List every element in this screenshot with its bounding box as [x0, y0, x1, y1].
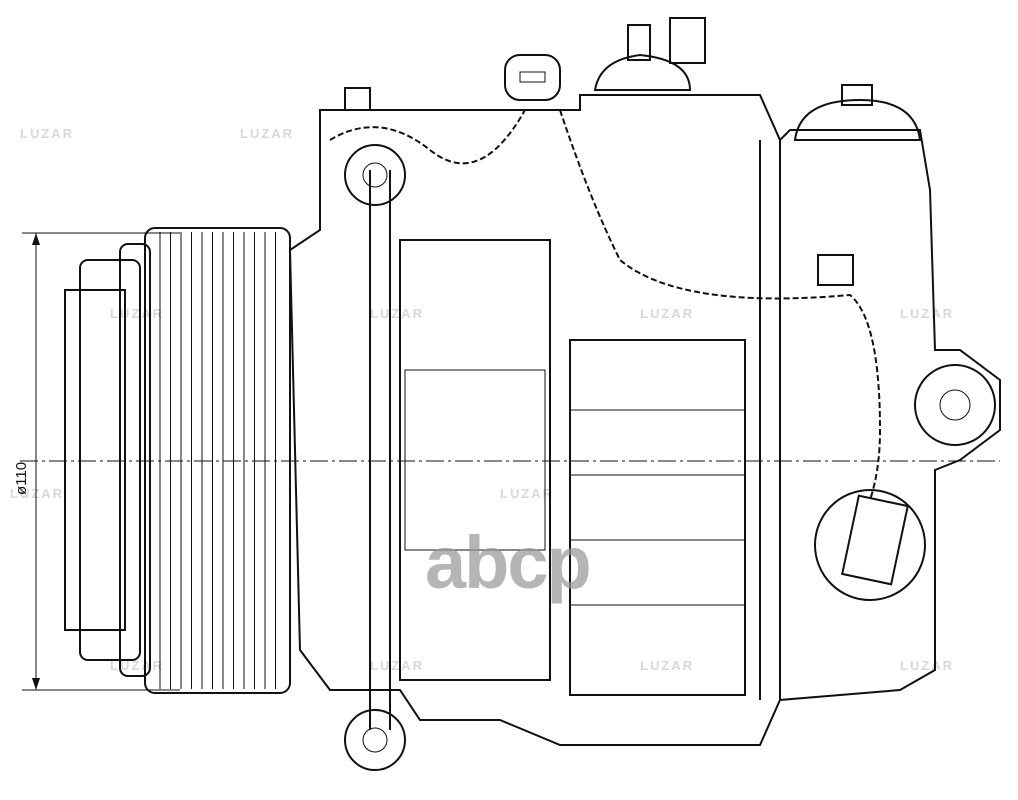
svg-text:LUZAR: LUZAR: [240, 126, 294, 141]
svg-text:LUZAR: LUZAR: [640, 306, 694, 321]
dimension-label: ø110: [13, 462, 30, 495]
dimension-line: ø110: [13, 232, 180, 691]
abcp-watermark: abcp: [425, 521, 592, 604]
svg-text:LUZAR: LUZAR: [370, 306, 424, 321]
svg-text:LUZAR: LUZAR: [20, 126, 74, 141]
svg-text:LUZAR: LUZAR: [500, 486, 554, 501]
svg-text:LUZAR: LUZAR: [900, 306, 954, 321]
svg-text:LUZAR: LUZAR: [900, 658, 954, 673]
compressor-body: [288, 17, 1001, 771]
pulley: [64, 227, 291, 694]
svg-text:LUZAR: LUZAR: [640, 658, 694, 673]
wiring-harness: [329, 109, 882, 501]
svg-text:LUZAR: LUZAR: [370, 658, 424, 673]
svg-text:LUZAR: LUZAR: [110, 306, 164, 321]
